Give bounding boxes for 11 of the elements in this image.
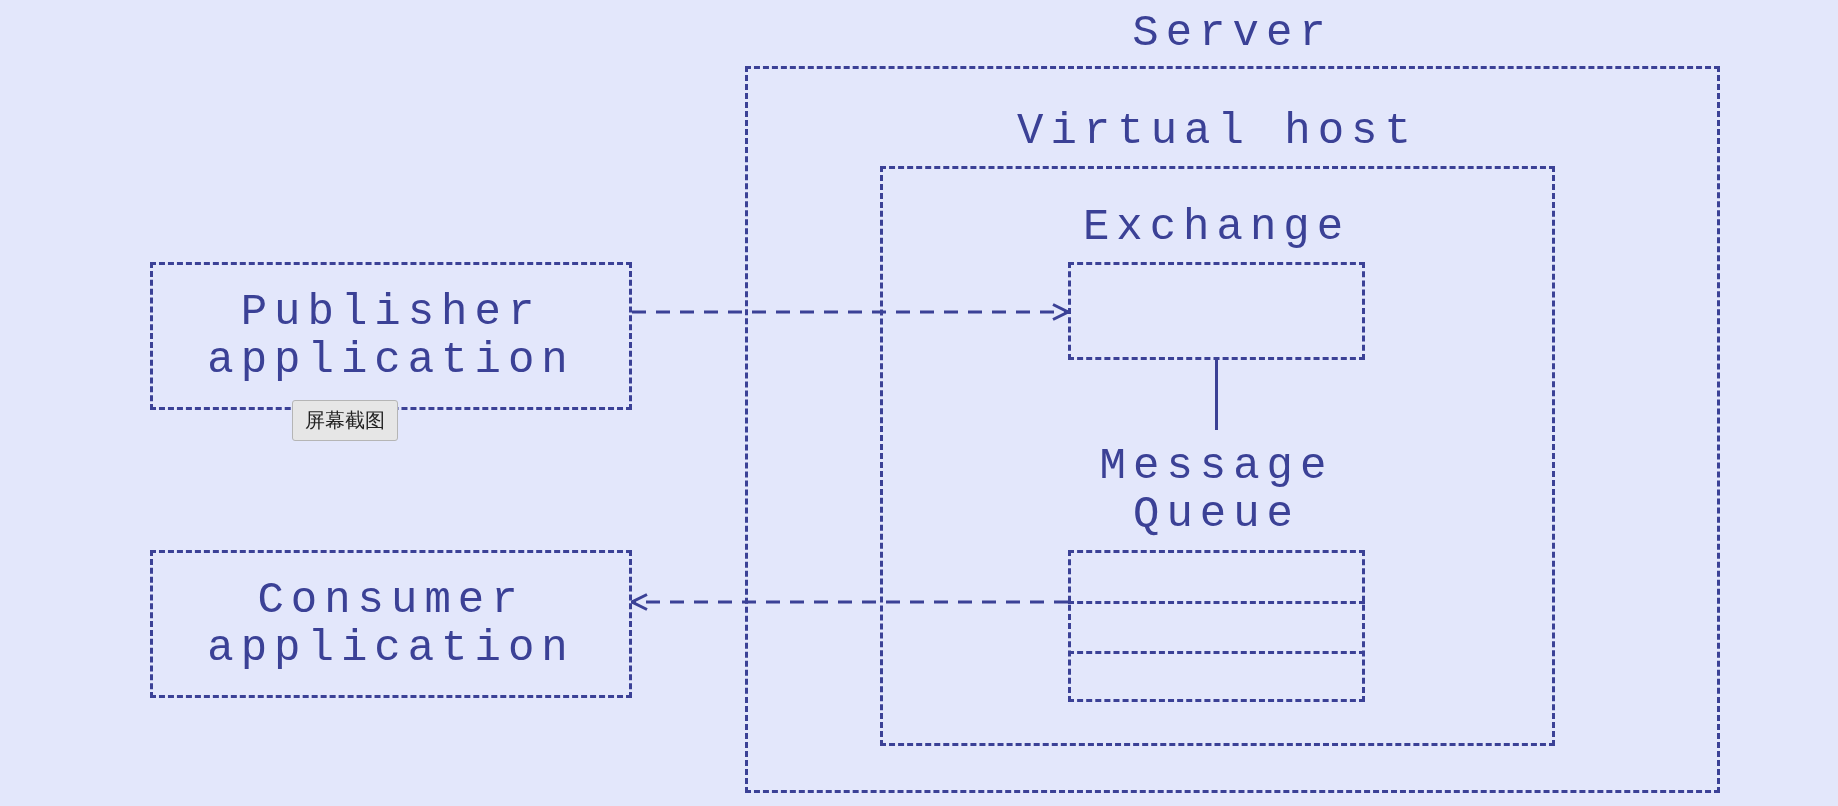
- arrow: [632, 303, 1070, 321]
- arrow: [630, 593, 1068, 611]
- box-heading: Virtual host: [1016, 104, 1419, 158]
- dashed-box: [150, 262, 632, 410]
- dashed-box: [150, 550, 632, 698]
- box-label: Publisher application: [206, 285, 576, 387]
- box-heading: Message Queue: [1098, 439, 1335, 541]
- box-heading: Server: [1131, 6, 1334, 60]
- tooltip: 屏幕截图: [292, 400, 398, 441]
- box-label: Consumer application: [206, 573, 576, 675]
- box-heading: Exchange: [1081, 200, 1352, 254]
